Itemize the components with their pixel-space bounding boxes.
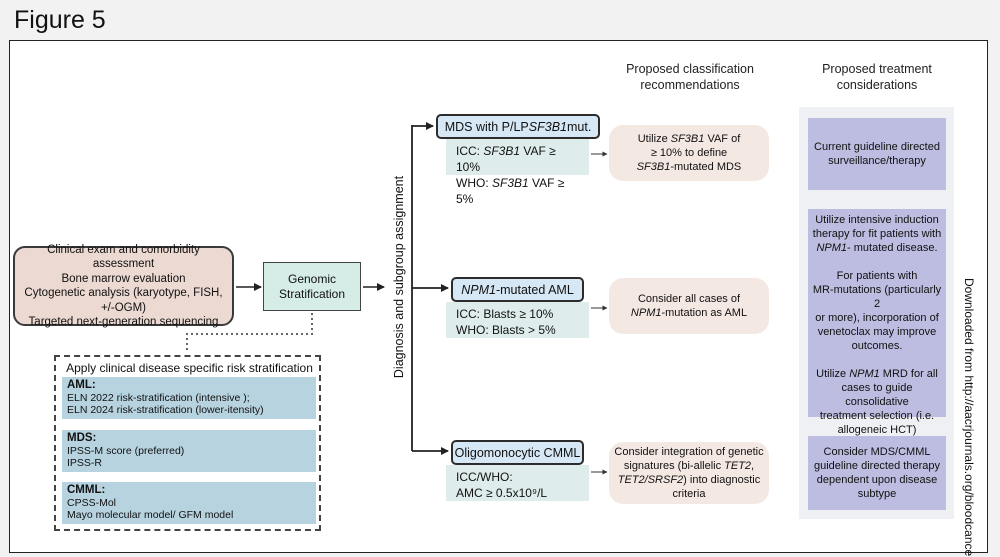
subgroup-axis-text: Diagnosis and subgroup assignment bbox=[392, 175, 406, 379]
treatment-cmml: Consider MDS/CMML guideline directed the… bbox=[808, 436, 946, 510]
treat-line: NPM1- mutated disease. bbox=[816, 242, 938, 254]
risk-group-name: CMML: bbox=[67, 484, 106, 496]
rec-line: Utilize SF3B1 VAF of bbox=[637, 133, 741, 145]
treat-line: Utilize intensive induction bbox=[815, 214, 939, 226]
subgroup-title-npm1: NPM1-mutated AML bbox=[451, 277, 584, 302]
risk-item: CPSS-Mol bbox=[67, 496, 117, 509]
treat-line: guideline directed therapy bbox=[814, 460, 940, 472]
clinical-line: +/-OGM) bbox=[100, 301, 147, 314]
clinical-line: Clinical exam and comorbidity assessment bbox=[47, 243, 200, 271]
treatment-mds-sf3b1: Current guideline directed surveillance/… bbox=[808, 118, 946, 190]
rec-line: NPM1-mutation as AML bbox=[630, 307, 748, 319]
risk-group-name: MDS: bbox=[67, 432, 97, 444]
rec-line: TET2/SRSF2) into diagnostic bbox=[617, 474, 761, 486]
risk-group-aml: AML: ELN 2022 risk-stratification (inten… bbox=[62, 377, 316, 419]
subgroup-axis-label: Diagnosis and subgroup assignment bbox=[389, 172, 409, 382]
criteria-line: AMC ≥ 0.5x10⁹/L bbox=[456, 486, 548, 500]
treatment-npm1: Utilize intensive induction therapy for … bbox=[808, 209, 946, 436]
recommendation-cmml: Consider integration of genetic signatur… bbox=[609, 442, 769, 504]
recommendation-mds-sf3b1: Utilize SF3B1 VAF of ≥ 10% to define SF3… bbox=[609, 125, 769, 181]
treat-line: Utilize NPM1 MRD for all bbox=[816, 368, 938, 380]
header-treatment: Proposed treatment considerations bbox=[822, 62, 932, 92]
risk-item: Mayo molecular model/ GFM model bbox=[67, 509, 234, 521]
risk-item: IPSS-R bbox=[67, 457, 103, 469]
rec-line: Consider integration of genetic bbox=[614, 446, 764, 458]
risk-item: ELN 2024 risk-stratification (lower-iten… bbox=[67, 404, 264, 416]
figure-label: Figure 5 bbox=[14, 6, 106, 34]
treat-line: cases to guide consolidative bbox=[841, 382, 913, 408]
genomic-stratification-box: Genomic Stratification bbox=[263, 262, 361, 311]
risk-item: ELN 2022 risk-stratification (intensive … bbox=[67, 391, 250, 404]
treat-spacer bbox=[811, 255, 943, 269]
clinical-line: Bone marrow evaluation bbox=[61, 272, 186, 285]
title-pre: MDS with P/LP bbox=[444, 119, 529, 134]
genomic-line: Genomic bbox=[287, 271, 337, 286]
rec-line: criteria bbox=[672, 488, 706, 500]
title-gene: SF3B1 bbox=[528, 119, 567, 134]
title-post: -mutated AML bbox=[495, 282, 574, 297]
treat-line: venetoclax may improve bbox=[817, 326, 937, 338]
header-classification: Proposed classification recommendations bbox=[626, 62, 754, 92]
subgroup-criteria-mds-sf3b1: ICC: SF3B1 VAF ≥ 10% WHO: SF3B1 VAF ≥ 5% bbox=[446, 139, 589, 206]
clinical-line: Cytogenetic analysis (karyotype, FISH, bbox=[24, 287, 223, 299]
subgroup-criteria-cmml: ICC/WHO: AMC ≥ 0.5x10⁹/L bbox=[446, 465, 589, 501]
clinical-line: Targeted next-generation sequencing bbox=[28, 316, 219, 328]
treat-line: allogeneic HCT) bbox=[837, 424, 917, 436]
dotted-link-risk bbox=[186, 313, 313, 353]
subgroup-title-mds-sf3b1: MDS with P/LP SF3B1 mut. bbox=[436, 114, 600, 139]
treat-line: subtype bbox=[857, 488, 897, 500]
treat-line: or more), incorporation of bbox=[815, 312, 939, 324]
treat-line: For patients with bbox=[836, 270, 918, 282]
subgroup-criteria-npm1: ICC: Blasts ≥ 10% WHO: Blasts > 5% bbox=[446, 302, 589, 338]
criteria-line: ICC/WHO: bbox=[456, 470, 513, 484]
treat-line: dependent upon disease bbox=[816, 474, 938, 486]
risk-item: IPSS-M score (preferred) bbox=[67, 444, 185, 457]
title-gene: NPM1 bbox=[461, 282, 496, 297]
treat-line: treatment selection (i.e. bbox=[819, 410, 935, 422]
risk-group-cmml: CMML: CPSS-Mol Mayo molecular model/ GFM… bbox=[62, 482, 316, 524]
risk-stratification-box: Apply clinical disease specific risk str… bbox=[54, 355, 321, 531]
recommendation-npm1: Consider all cases of NPM1-mutation as A… bbox=[609, 278, 769, 334]
criteria-line: WHO: Blasts > 5% bbox=[456, 323, 556, 337]
rec-line: SF3B1-mutated MDS bbox=[636, 161, 742, 173]
treat-line: MR-mutations (particularly 2 bbox=[812, 284, 942, 310]
rec-line: signatures (bi-allelic TET2, bbox=[623, 460, 755, 472]
criteria-line: ICC: Blasts ≥ 10% bbox=[456, 307, 554, 321]
risk-group-name: AML: bbox=[67, 379, 96, 391]
rec-line: Consider all cases of bbox=[637, 293, 741, 305]
genomic-line: Stratification bbox=[278, 286, 346, 301]
rec-line: ≥ 10% to define bbox=[650, 147, 728, 159]
criteria-line: ICC: SF3B1 VAF ≥ 10% bbox=[456, 144, 556, 174]
treat-line: therapy for fit patients with bbox=[812, 228, 942, 240]
treat-line: Current guideline directed bbox=[814, 141, 940, 153]
download-watermark: Downloaded from http://aacrjournals.org/… bbox=[962, 278, 976, 557]
download-watermark-text: Downloaded from http://aacrjournals.org/… bbox=[962, 278, 976, 557]
treat-spacer bbox=[811, 353, 943, 367]
title-post: mut. bbox=[566, 119, 592, 134]
treat-line: Consider MDS/CMML bbox=[823, 446, 931, 458]
criteria-line: WHO: SF3B1 VAF ≥ 5% bbox=[456, 176, 565, 206]
title-pre: Oligomonocytic CMML bbox=[454, 445, 581, 460]
risk-title: Apply clinical disease specific risk str… bbox=[66, 361, 313, 375]
treat-line: outcomes. bbox=[851, 340, 903, 352]
treat-line: surveillance/therapy bbox=[828, 155, 926, 167]
risk-group-mds: MDS: IPSS-M score (preferred) IPSS-R bbox=[62, 430, 316, 472]
clinical-evaluation-box: Clinical exam and comorbidity assessment… bbox=[13, 243, 234, 328]
subgroup-title-cmml: Oligomonocytic CMML bbox=[451, 440, 584, 465]
